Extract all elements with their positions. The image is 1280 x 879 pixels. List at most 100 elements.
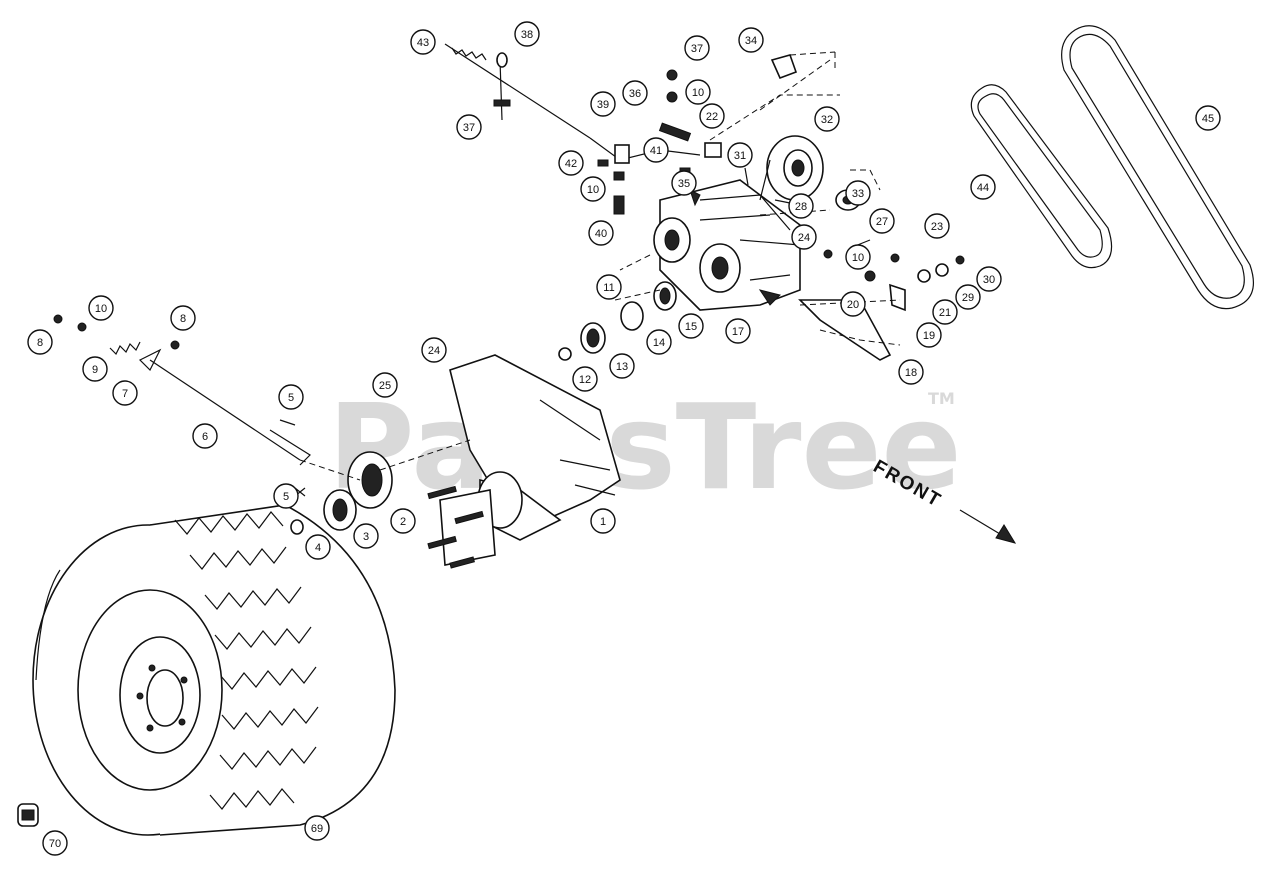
- callout-4: 4: [305, 534, 331, 560]
- callout-9: 9: [82, 356, 108, 382]
- shift-linkage: [444, 43, 798, 215]
- callout-7: 7: [112, 380, 138, 406]
- callout-number: 30: [983, 274, 995, 286]
- callout-number: 37: [691, 43, 703, 55]
- callout-23: 23: [924, 213, 950, 239]
- drive-belt-small: [970, 84, 1113, 269]
- callout-number: 10: [852, 252, 864, 264]
- gearbox: [653, 179, 801, 311]
- callout-17: 17: [725, 318, 751, 344]
- callout-number: 15: [685, 321, 697, 333]
- callout-number: 29: [962, 292, 974, 304]
- callout-number: 70: [49, 838, 61, 850]
- callout-40: 40: [588, 220, 614, 246]
- callout-number: 4: [315, 542, 321, 554]
- callout-36: 36: [622, 80, 648, 106]
- callout-32: 32: [814, 106, 840, 132]
- callout-33: 33: [845, 180, 871, 206]
- callout-number: 3: [363, 531, 369, 543]
- callout-25: 25: [372, 372, 398, 398]
- callout-13: 13: [609, 353, 635, 379]
- callout-41: 41: [643, 137, 669, 163]
- callout-number: 1: [600, 516, 606, 528]
- callout-number: 31: [734, 150, 746, 162]
- callout-27: 27: [869, 208, 895, 234]
- callout-24: 24: [791, 224, 817, 250]
- axle-components: [558, 281, 677, 361]
- callout-number: 13: [616, 361, 628, 373]
- callout-1: 1: [590, 508, 616, 534]
- callout-44: 44: [970, 174, 996, 200]
- callout-3: 3: [353, 523, 379, 549]
- rear-tire: [32, 504, 396, 836]
- callout-number: 27: [876, 216, 888, 228]
- callout-19: 19: [916, 322, 942, 348]
- callout-number: 37: [463, 122, 475, 134]
- callout-number: 38: [521, 29, 533, 41]
- callout-24: 24: [421, 337, 447, 363]
- callout-number: 24: [428, 345, 440, 357]
- callout-12: 12: [572, 366, 598, 392]
- callout-number: 25: [379, 380, 391, 392]
- callout-10: 10: [580, 176, 606, 202]
- callout-10: 10: [685, 79, 711, 105]
- callout-14: 14: [646, 329, 672, 355]
- callout-8: 8: [27, 329, 53, 355]
- callout-43: 43: [410, 29, 436, 55]
- callout-11: 11: [596, 274, 622, 300]
- callout-37: 37: [456, 114, 482, 140]
- callout-number: 39: [597, 99, 609, 111]
- callout-number: 45: [1202, 113, 1214, 125]
- callout-number: 33: [852, 188, 864, 200]
- callout-45: 45: [1195, 105, 1221, 131]
- callout-69: 69: [304, 815, 330, 841]
- callout-number: 69: [311, 823, 323, 835]
- callout-number: 32: [821, 114, 833, 126]
- watermark-trademark: TM: [928, 389, 955, 408]
- callout-number: 34: [745, 35, 757, 47]
- callout-number: 35: [678, 178, 690, 190]
- input-pulley: [759, 135, 824, 201]
- callout-20: 20: [840, 291, 866, 317]
- callout-number: 10: [587, 184, 599, 196]
- callout-number: 14: [653, 337, 665, 349]
- callout-number: 7: [122, 388, 128, 400]
- callout-5: 5: [273, 483, 299, 509]
- watermark: PartsTree TM: [328, 378, 962, 516]
- callout-39: 39: [590, 91, 616, 117]
- callout-number: 11: [603, 282, 614, 294]
- callout-number: 19: [923, 330, 935, 342]
- callout-31: 31: [727, 142, 753, 168]
- callout-6: 6: [192, 423, 218, 449]
- brake-rod: [53, 314, 311, 497]
- callout-number: 43: [417, 37, 429, 49]
- brake-assembly: [290, 451, 393, 535]
- callout-28: 28: [788, 193, 814, 219]
- callout-15: 15: [678, 313, 704, 339]
- callout-number: 2: [400, 516, 406, 528]
- right-side-hardware: [744, 167, 965, 361]
- callout-10: 10: [845, 244, 871, 270]
- leader-lines: [299, 51, 901, 481]
- drive-belt-large: [1061, 25, 1254, 310]
- callout-number: 10: [95, 303, 107, 315]
- callout-35: 35: [671, 170, 697, 196]
- callout-18: 18: [898, 359, 924, 385]
- callout-42: 42: [558, 150, 584, 176]
- callout-21: 21: [932, 299, 958, 325]
- callout-5: 5: [278, 384, 304, 410]
- callout-number: 20: [847, 299, 859, 311]
- lug-nut: [17, 803, 39, 827]
- callout-8: 8: [170, 305, 196, 331]
- callout-number: 21: [939, 307, 951, 319]
- callout-number: 22: [706, 111, 718, 123]
- callout-number: 8: [37, 337, 43, 349]
- callout-number: 41: [650, 145, 662, 157]
- callout-34: 34: [738, 27, 764, 53]
- callout-number: 17: [732, 326, 744, 338]
- callout-number: 12: [579, 374, 591, 386]
- callout-22: 22: [699, 103, 725, 129]
- callout-number: 5: [288, 392, 294, 404]
- callout-30: 30: [976, 266, 1002, 292]
